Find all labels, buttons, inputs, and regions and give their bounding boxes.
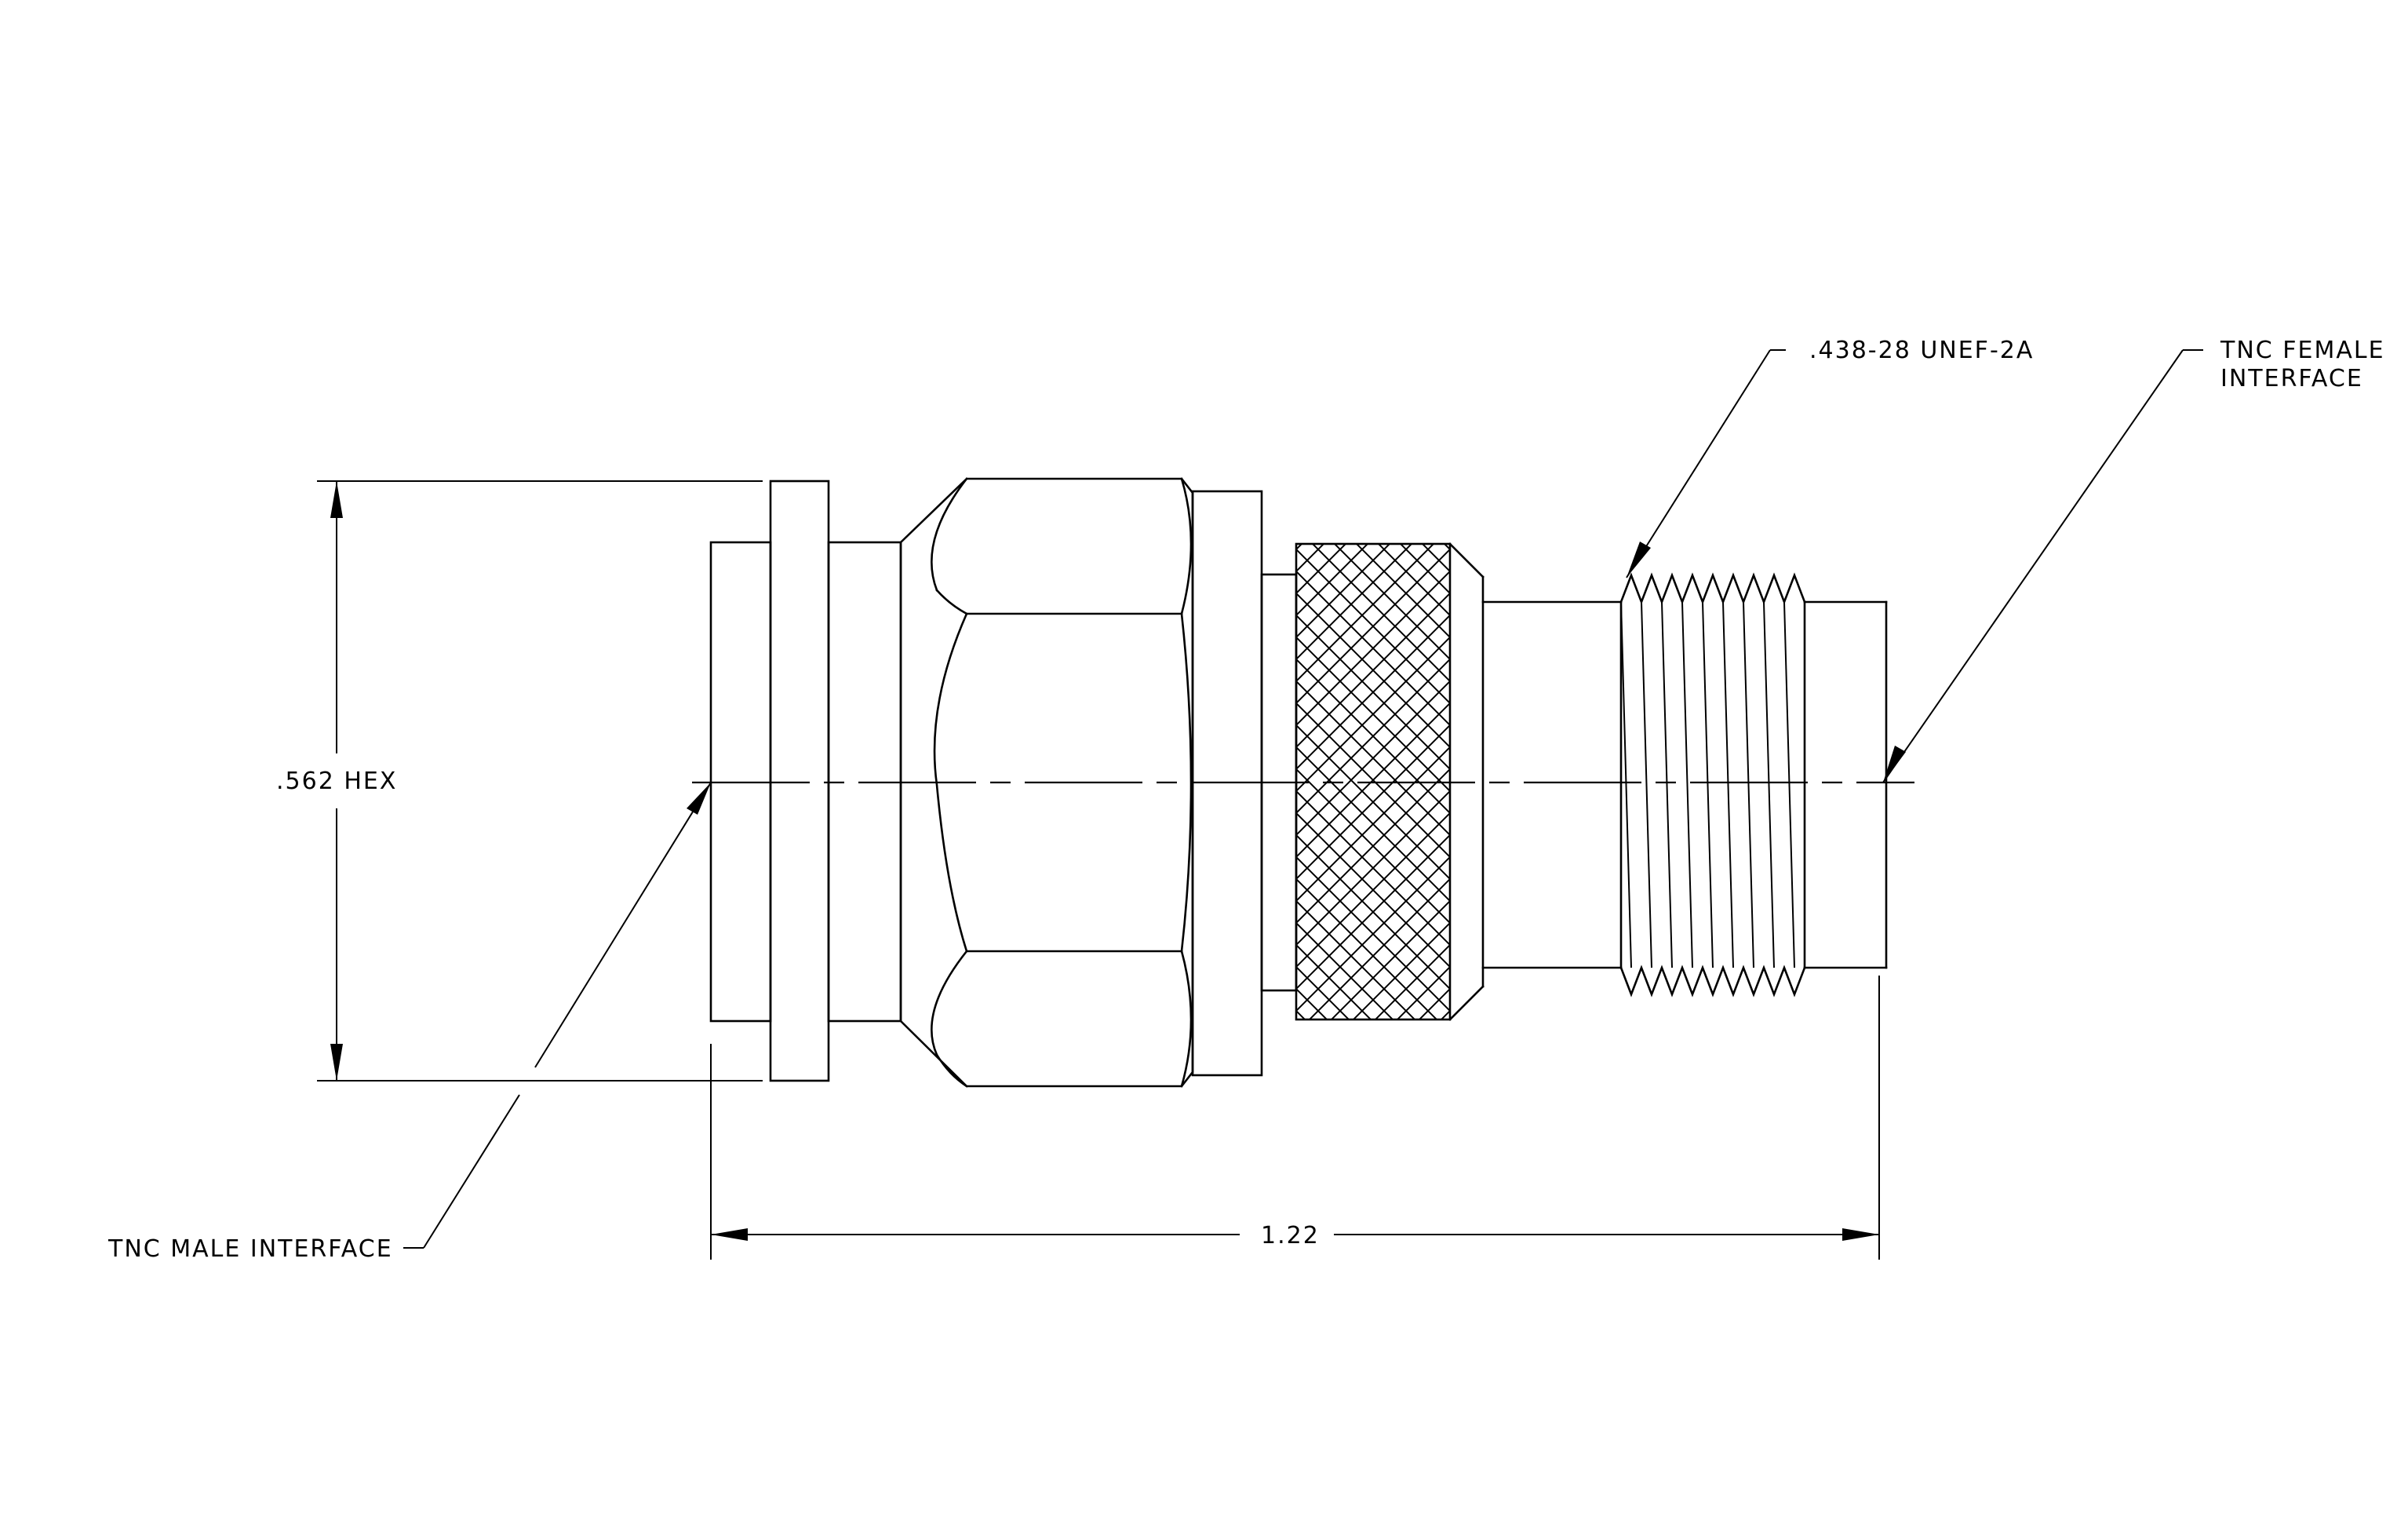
hex-arrow-top (330, 481, 343, 518)
thread-ends (1619, 600, 1806, 969)
female-interface-label-line1: TNC FEMALE (2220, 337, 2385, 364)
male-interface-label: TNC MALE INTERFACE (107, 1235, 393, 1263)
length-arrow-right (1842, 1228, 1879, 1241)
thread-crest-top (1619, 572, 1806, 605)
thread-crest-bottom (1619, 965, 1806, 998)
thread-helix-line (1661, 601, 1673, 968)
thread-helix-line (1783, 601, 1795, 968)
thread-helix-line (1620, 601, 1632, 968)
thread-leader-arrow (1627, 542, 1651, 578)
hex-dimension: .562 HEX (276, 480, 763, 1081)
female-interface-body (1803, 600, 1888, 969)
thread-helix-line (1763, 601, 1775, 968)
male-leader-arrow (687, 782, 711, 815)
female-leader-arrow (1883, 746, 1906, 782)
hex-dimension-label: .562 HEX (276, 768, 397, 795)
thread-helix-line (1702, 601, 1714, 968)
length-arrow-left (711, 1228, 748, 1241)
male-interface-body (709, 480, 902, 1082)
length-dimension-label: 1.22 (1261, 1222, 1320, 1249)
length-dimension: 1.22 (710, 976, 1880, 1260)
thread-callout: .438-28 UNEF-2A (1626, 337, 2034, 578)
thread-spec-label: .438-28 UNEF-2A (1809, 337, 2034, 364)
thread-helix-line (1641, 601, 1652, 968)
male-interface-callout: TNC MALE INTERFACE (107, 782, 712, 1263)
thread-helix-line (1743, 601, 1754, 968)
female-interface-label-line2: INTERFACE (2220, 365, 2363, 392)
threaded-section (1619, 572, 1806, 998)
female-interface-callout: TNC FEMALE INTERFACE (1882, 337, 2385, 783)
thread-helix-line (1681, 601, 1693, 968)
hex-arrow-bottom (330, 1044, 343, 1081)
thread-helix-line (1722, 601, 1734, 968)
adapter-body (1481, 600, 1623, 969)
